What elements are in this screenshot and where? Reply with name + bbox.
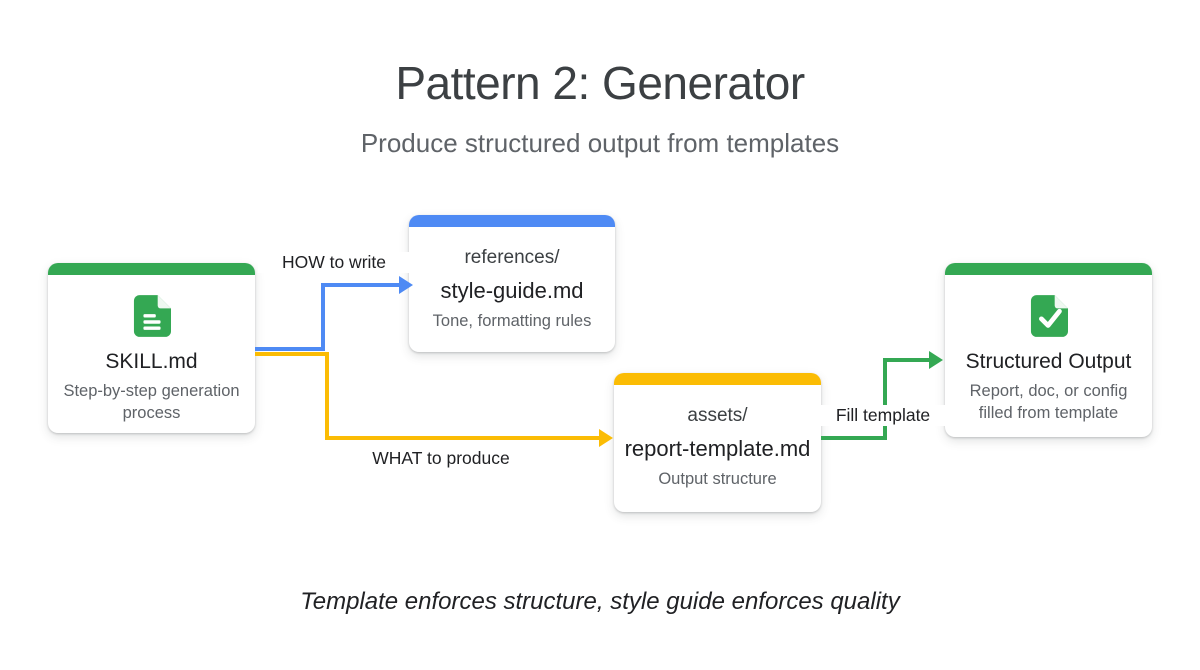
node-accent-bar [945,263,1152,275]
node-folder-path: references/ [464,247,560,268]
node-title: Structured Output [965,350,1132,373]
fill-arrow-segment [883,358,931,362]
fill-arrow-segment [883,358,887,440]
page-subtitle: Produce structured output from templates [360,128,840,158]
page-title: Pattern 2: Generator [395,57,805,109]
how-arrowhead-icon [399,276,413,294]
how-arrow-segment [321,283,325,351]
node-file-name: style-guide.md [440,278,584,303]
fill-arrowhead-icon [929,351,943,369]
fill-arrow-segment [821,436,887,440]
node-folder-path: assets/ [687,405,748,426]
what-arrow-segment [325,352,329,440]
node-report-template: assets/ report-template.md Output struct… [614,373,821,512]
node-style-guide: references/ style-guide.md Tone, formatt… [409,215,615,352]
how-arrow-segment [321,283,401,287]
node-description: Tone, formatting rules [432,312,592,330]
node-accent-bar [48,263,255,275]
node-file-name: report-template.md [624,436,811,461]
node-accent-bar [409,215,615,227]
document-icon [58,295,245,342]
footer-note: Template enforces structure, style guide… [300,588,900,615]
node-structured-output: Structured Output Report, doc, or config… [945,263,1152,437]
edge-label-fill: Fill template [818,405,948,426]
node-description: Report, doc, or config filled from templ… [969,382,1128,422]
node-skill-md: SKILL.md Step-by-step generation process [48,263,255,433]
node-title: SKILL.md [105,350,198,373]
how-arrow-segment [255,347,325,351]
what-arrow-segment [325,436,601,440]
what-arrowhead-icon [599,429,613,447]
edge-label-how: HOW to write [258,252,410,273]
node-description: Output structure [658,470,777,488]
what-arrow-segment [255,352,329,356]
edge-label-what: WHAT to produce [357,448,525,469]
document-check-icon [955,295,1142,342]
node-description: Step-by-step generation process [63,382,240,422]
node-accent-bar [614,373,821,385]
